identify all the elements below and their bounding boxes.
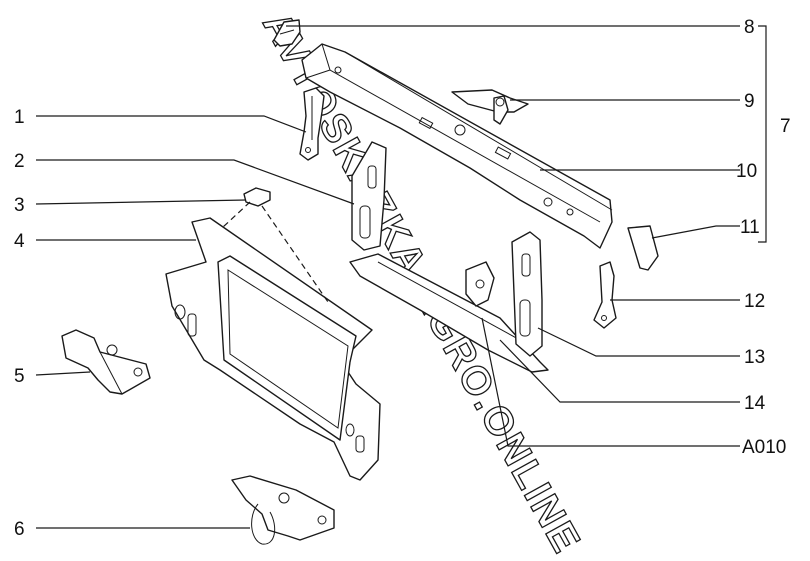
part-12-right-bracket (593, 261, 617, 329)
part-9-hood-lock-bracket (451, 89, 529, 125)
callout-4: 4 (14, 231, 25, 252)
part-6-mounting-bracket (231, 475, 335, 545)
callout-13: 13 (744, 347, 765, 368)
callout-a010: A010 (742, 437, 786, 458)
part-13-right-pillar (511, 231, 543, 357)
part-10-upper-cross-member (301, 43, 613, 249)
callout-2: 2 (14, 151, 25, 172)
callout-6: 6 (14, 519, 25, 540)
part-14-lower-cross-member (349, 253, 549, 373)
leader-lines (35, 25, 767, 529)
callout-1: 1 (14, 107, 25, 128)
part-1-left-bracket (299, 87, 325, 161)
callout-14: 14 (744, 393, 766, 414)
callout-10: 10 (736, 161, 757, 182)
part-3-clip (243, 187, 271, 207)
callout-8: 8 (744, 17, 755, 38)
callout-3: 3 (14, 195, 25, 216)
callout-11: 11 (740, 217, 760, 238)
callout-5: 5 (14, 366, 25, 387)
part-2-left-pillar (351, 141, 387, 251)
part-11-plate (627, 225, 659, 271)
part-4-radiator-frame (165, 217, 381, 481)
dashed-leader-left (221, 201, 251, 229)
callout-9: 9 (744, 91, 755, 112)
part-5-mounting-bracket (61, 329, 151, 395)
callout-12: 12 (744, 291, 765, 312)
callout-7: 7 (780, 116, 791, 137)
